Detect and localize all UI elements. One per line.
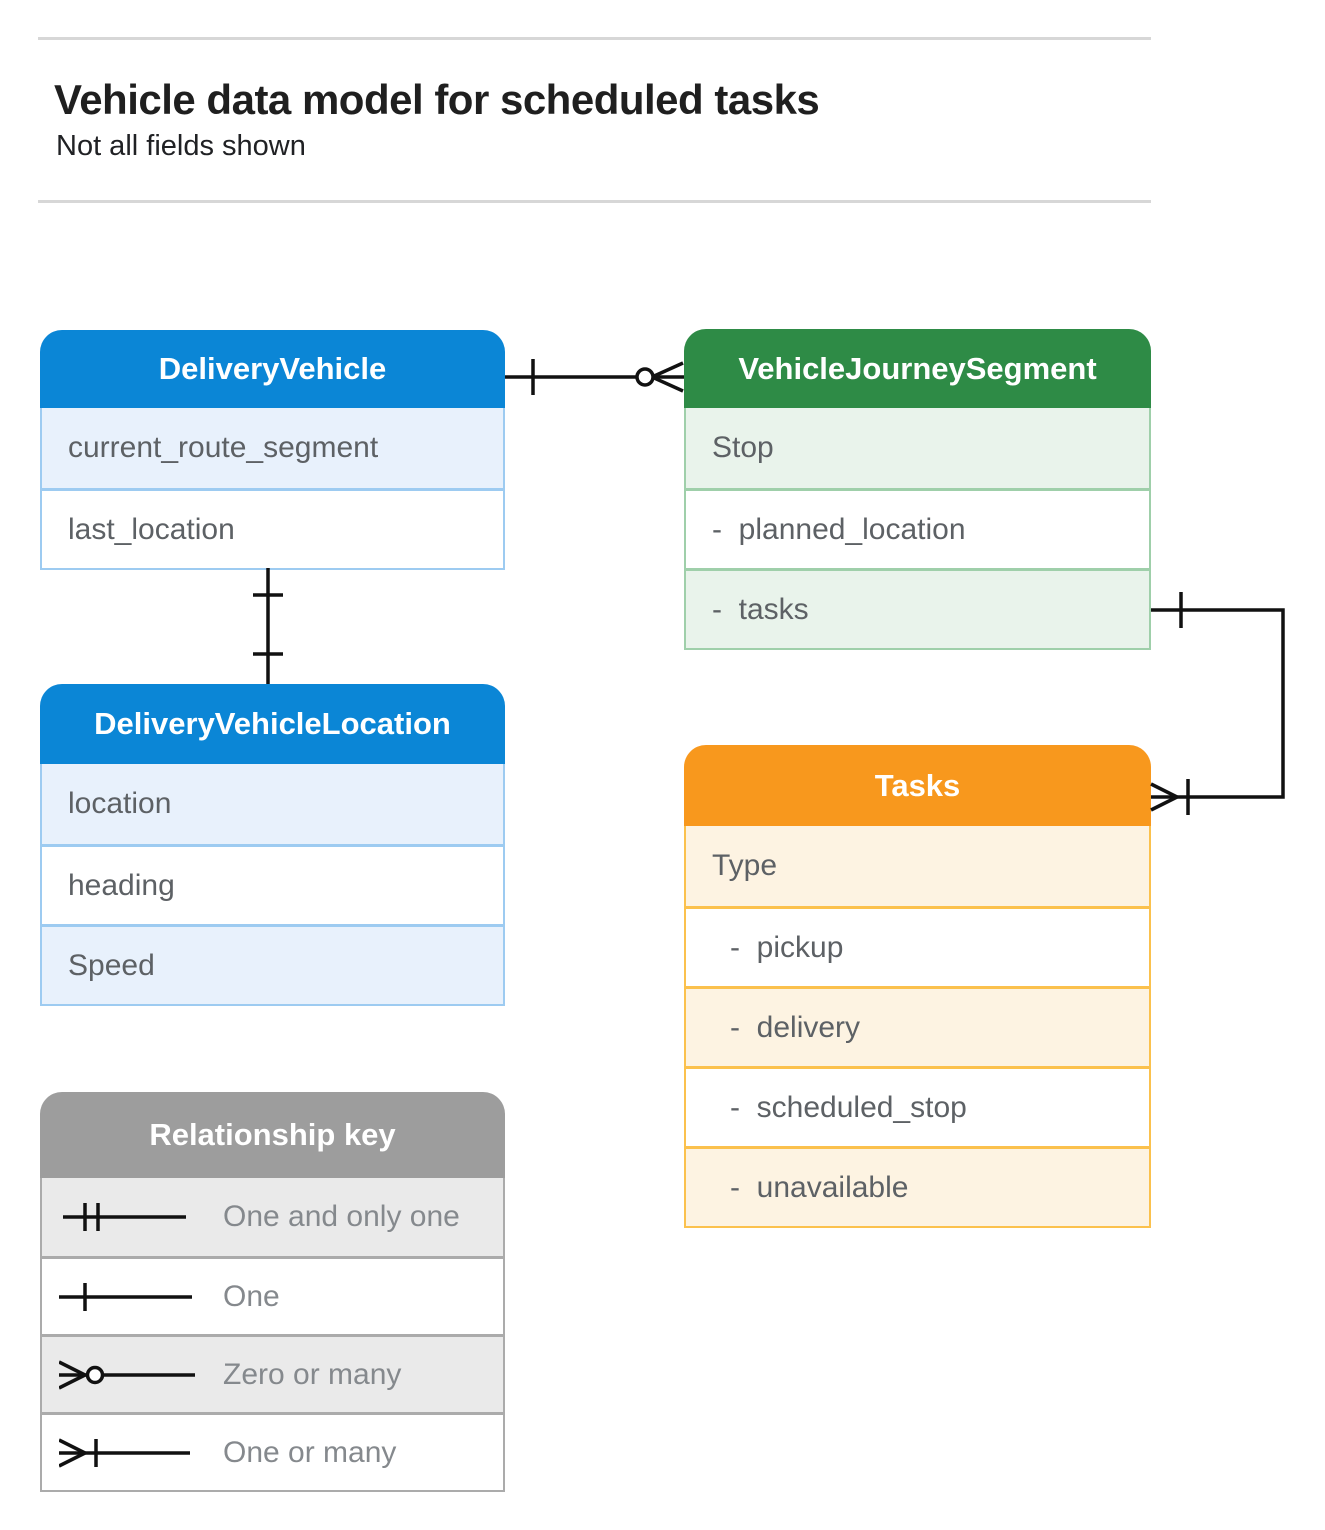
field-tasks: - tasks: [686, 568, 1149, 648]
legend-item-one-and-only-one: One and only one: [42, 1178, 503, 1256]
subtitle-divider: [38, 200, 1151, 203]
one-or-many-symbol: [59, 1437, 190, 1468]
one-symbol: [59, 1282, 192, 1311]
relationship-key: Relationship key One and only one: [40, 1092, 505, 1492]
legend-label: One and only one: [223, 1200, 460, 1233]
field-planned-location: - planned_location: [686, 488, 1149, 568]
entity-tasks: Tasks Type - pickup - delivery - schedul…: [684, 745, 1151, 1228]
relationship-key-title: Relationship key: [40, 1092, 505, 1178]
field-stop: Stop: [686, 408, 1149, 488]
field-current-route-segment: current_route_segment: [42, 408, 503, 488]
field-pickup: - pickup: [686, 906, 1149, 986]
legend-label: One or many: [223, 1435, 397, 1469]
legend-item-one-or-many: One or many: [42, 1412, 503, 1490]
field-delivery: - delivery: [686, 986, 1149, 1066]
field-last-location: last_location: [42, 488, 503, 568]
field-unavailable: - unavailable: [686, 1146, 1149, 1226]
field-heading: heading: [42, 844, 503, 924]
field-speed: Speed: [42, 924, 503, 1004]
entity-vehicle-journey-segment-title: VehicleJourneySegment: [684, 329, 1151, 408]
connector-vehicle-to-journey-segment: [505, 359, 684, 395]
one-and-only-one-symbol: [63, 1203, 186, 1231]
page-subtitle: Not all fields shown: [56, 130, 306, 162]
zero-or-many-symbol: [59, 1359, 195, 1390]
entity-vehicle-journey-segment: VehicleJourneySegment Stop - planned_loc…: [684, 329, 1151, 650]
top-divider: [38, 37, 1151, 40]
legend-item-zero-or-many: Zero or many: [42, 1334, 503, 1412]
legend-item-one: One: [42, 1256, 503, 1334]
legend-label: Zero or many: [223, 1357, 402, 1391]
entity-delivery-vehicle-location: DeliveryVehicleLocation location heading…: [40, 684, 505, 1006]
entity-delivery-vehicle-title: DeliveryVehicle: [40, 330, 505, 408]
page-title: Vehicle data model for scheduled tasks: [54, 76, 820, 123]
legend-label: One: [223, 1279, 280, 1313]
entity-tasks-title: Tasks: [684, 745, 1151, 826]
field-location: location: [42, 764, 503, 844]
entity-delivery-vehicle: DeliveryVehicle current_route_segment la…: [40, 330, 505, 570]
connector-segment-tasks-to-tasks: [1150, 592, 1285, 815]
connector-vehicle-to-location: [253, 568, 283, 684]
field-scheduled-stop: - scheduled_stop: [686, 1066, 1149, 1146]
field-type: Type: [686, 826, 1149, 906]
entity-delivery-vehicle-location-title: DeliveryVehicleLocation: [40, 684, 505, 764]
